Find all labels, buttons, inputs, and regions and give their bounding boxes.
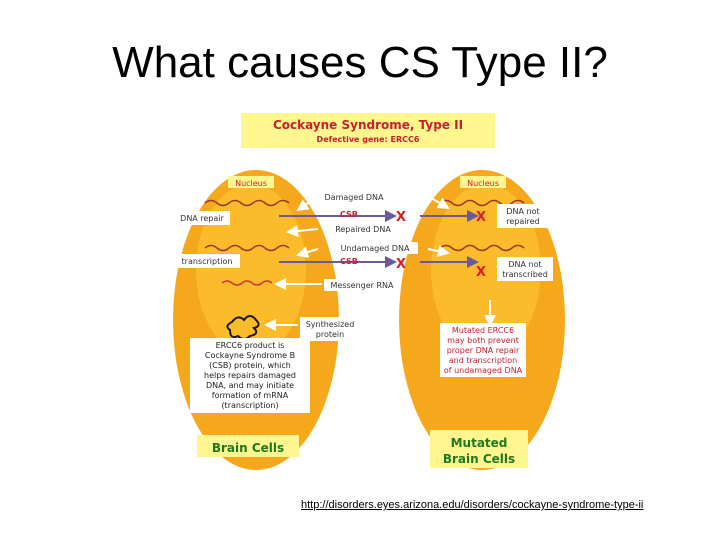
x-mark-transcription-center: X (396, 257, 406, 272)
mutation-note-line-5: of undamaged DNA (444, 366, 523, 375)
dna-strand-left-1 (204, 199, 290, 207)
product-note-line-5: DNA, and may initiate (206, 381, 294, 390)
dna-repair-box (174, 211, 230, 225)
brain-cells-footer: Brain Cells (212, 441, 284, 455)
figure-subtitle: Defective gene: ERCC6 (317, 135, 420, 144)
product-note-line-4: helps repairs damaged (204, 371, 296, 380)
product-note-line-1: ERCC6 product is (216, 341, 285, 350)
dna-strand-right-2 (439, 244, 525, 252)
x-mark-repair-right: X (476, 210, 486, 225)
product-note-line-7: (transcription) (221, 401, 278, 410)
csb-label-2: CSB (340, 257, 358, 266)
product-note-line-3: (CSB) protein, which (209, 361, 291, 370)
undamaged-dna-box (332, 242, 418, 254)
mutated-brain-cells-footer-box (430, 430, 528, 468)
brain-cells-footer-box (197, 435, 299, 457)
dna-not-repaired-line-2: repaired (506, 217, 539, 226)
transcription-label: transcription (182, 257, 233, 266)
dna-not-transcribed-box (497, 257, 553, 281)
nucleus-label-right-box (460, 176, 506, 188)
figure-title: Cockayne Syndrome, Type II (273, 118, 463, 132)
synthesized-protein-line-2: protein (316, 330, 344, 339)
dna-not-transcribed-line-1: DNA not (508, 260, 541, 269)
arrow-right-undamaged (427, 245, 450, 257)
mutated-footer-line-1: Mutated (451, 436, 508, 450)
nucleus-label-left-box (228, 176, 274, 188)
undamaged-dna-label: Undamaged DNA (341, 244, 410, 253)
mutation-note-line-2: may both prevent (447, 336, 519, 345)
x-mark-repair-center: X (396, 210, 406, 225)
arrow-repaired-dna (286, 225, 319, 237)
messenger-rna-label: Messenger RNA (331, 281, 395, 290)
mrna-strand-left (221, 280, 273, 286)
product-note-line-6: formation of mRNA (212, 391, 289, 400)
repaired-dna-box (330, 222, 396, 234)
source-link[interactable]: http://disorders.eyes.arizona.edu/disord… (301, 499, 644, 511)
nucleus-left (196, 184, 306, 356)
nucleus-label-left: Nucleus (235, 179, 267, 188)
dna-not-repaired-line-1: DNA not (506, 207, 539, 216)
nucleus-label-right: Nucleus (467, 179, 499, 188)
messenger-rna-box (324, 279, 400, 291)
damaged-dna-label: Damaged DNA (325, 193, 385, 202)
slide-title: What causes CS Type II? (112, 38, 608, 87)
product-note-box (190, 338, 310, 413)
x-mark-transcription-right: X (476, 265, 486, 280)
product-note-line-2: Cockayne Syndrome B (205, 351, 295, 360)
synthesized-protein-box (300, 317, 360, 341)
arrow-right-damaged (427, 195, 450, 210)
repaired-dna-label: Repaired DNA (335, 225, 391, 234)
dna-repair-label: DNA repair (180, 214, 224, 223)
arrow-undamaged-dna (296, 246, 319, 258)
mutation-note-box (440, 323, 526, 377)
arrow-damaged-dna (296, 195, 319, 212)
csb-label-1: CSB (340, 210, 358, 219)
dna-not-repaired-box (497, 204, 549, 228)
mutation-note-line-4: and transcription (449, 356, 517, 365)
dna-not-transcribed-line-2: transcribed (502, 270, 548, 279)
dna-strand-left-2 (204, 244, 290, 252)
mutation-note-line-1: Mutated ERCC6 (452, 326, 514, 335)
damaged-dna-box (318, 190, 390, 202)
protein-blob (226, 315, 260, 340)
figure-title-banner (241, 113, 495, 148)
transcription-box (174, 254, 240, 268)
dna-strand-right-1 (439, 199, 525, 207)
mutated-footer-line-2: Brain Cells (443, 452, 515, 466)
mutation-note-line-3: proper DNA repair (447, 346, 520, 355)
synthesized-protein-line-1: Synthesized (306, 320, 355, 329)
